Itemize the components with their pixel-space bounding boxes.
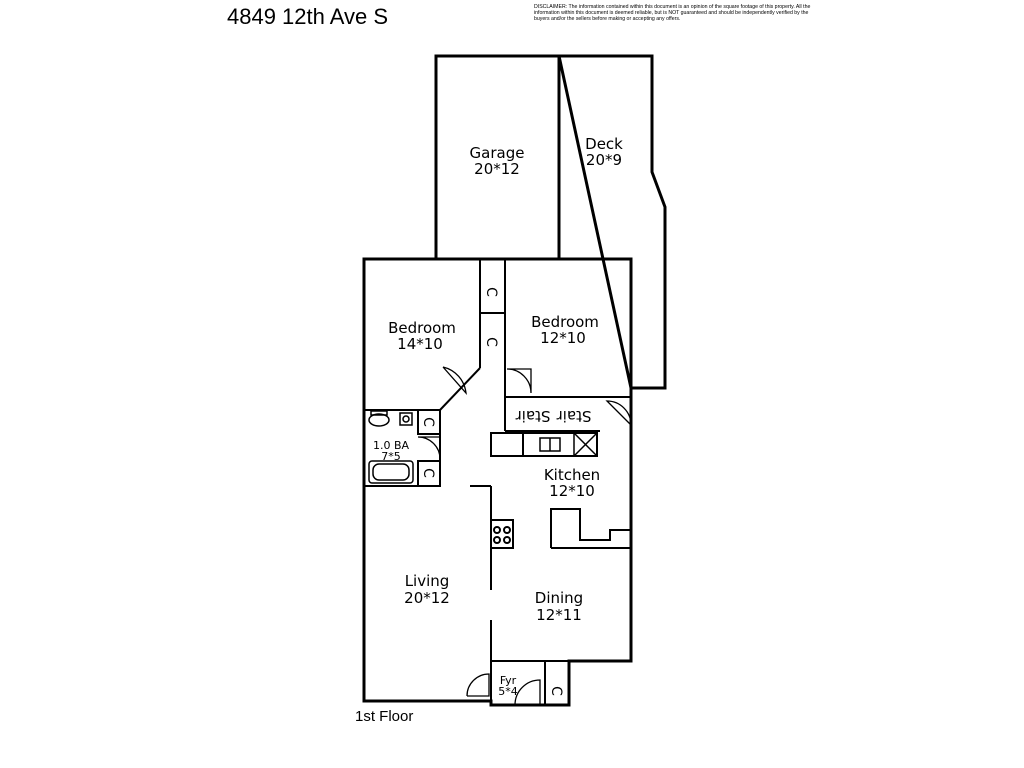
foyer-name: Fyr [500, 674, 517, 687]
closet-label: C [420, 468, 436, 478]
bath-sink [399, 412, 413, 426]
door-swing [466, 673, 490, 697]
bath-closet-upper [417, 409, 441, 435]
bathtub-inner [372, 463, 410, 481]
hall-diagonal-wall [439, 367, 481, 411]
bedroom-left-size: 14*10 [397, 335, 443, 353]
living-name: Living [405, 572, 450, 590]
bathtub [368, 460, 414, 484]
closet-label: C [483, 287, 499, 297]
stove [490, 519, 514, 549]
bath-size: 7*5 [381, 450, 401, 463]
kitchen-name: Kitchen [544, 466, 600, 484]
kitchen-size: 12*10 [549, 482, 595, 500]
deck-name: Deck [585, 135, 623, 153]
stove-burner [503, 536, 511, 544]
stove-burner [493, 536, 501, 544]
closet-label: C [420, 417, 436, 427]
living-size: 20*12 [404, 589, 450, 607]
property-address: 4849 12th Ave S [227, 4, 389, 29]
bath-name: 1.0 BA [373, 439, 410, 452]
floor-label: 1st Floor [355, 708, 414, 725]
closet-label: C [548, 686, 564, 696]
toilet-bowl [368, 413, 390, 427]
closet-label: C [483, 337, 499, 347]
door-swing [506, 368, 532, 394]
toilet-tank [370, 410, 388, 416]
bath-sink-basin [402, 415, 410, 423]
foyer-closet [544, 660, 570, 706]
bath-closet-lower [417, 460, 441, 487]
stair-label: Stair [515, 407, 551, 425]
dishwasher-cross [573, 432, 598, 457]
garage-size: 20*12 [474, 160, 520, 178]
door-swing [514, 679, 541, 706]
deck-size: 20*9 [586, 151, 622, 169]
garage-name: Garage [470, 144, 525, 162]
dining-name: Dining [535, 589, 583, 607]
stove-burner [503, 526, 511, 534]
stove-burner [493, 526, 501, 534]
kitchen-counter [490, 432, 598, 457]
dishwasher [573, 432, 598, 457]
bedroom-right-size: 12*10 [540, 329, 586, 347]
foyer-size: 5*4 [498, 685, 518, 698]
kitchen-island [550, 508, 631, 548]
door-swing [417, 436, 441, 460]
stair-label: Stair [556, 407, 592, 425]
door-swing [605, 400, 632, 427]
door-swing [442, 366, 467, 395]
disclaimer-text: DISCLAIMER: The information contained wi… [534, 4, 811, 22]
dining-size: 12*11 [536, 606, 582, 624]
bedroom-left-name: Bedroom [388, 319, 456, 337]
bedroom-right-name: Bedroom [531, 313, 599, 331]
